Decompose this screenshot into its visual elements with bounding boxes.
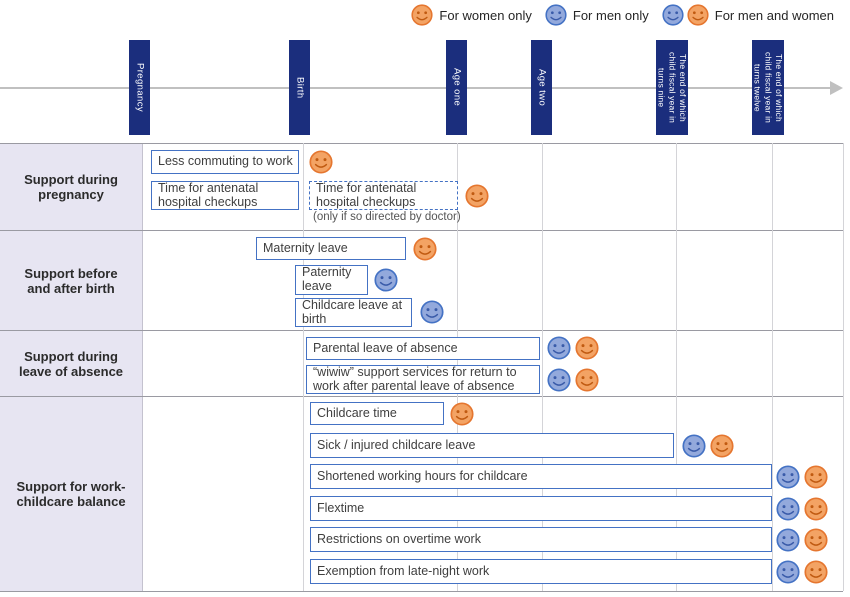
female-smiley-icon — [804, 497, 828, 521]
legend-label: For women only — [439, 7, 532, 23]
program-flextime: Flextime — [310, 496, 772, 521]
male-smiley-icon — [682, 434, 706, 458]
grid-line — [0, 591, 843, 592]
female-smiley-icon — [575, 368, 599, 392]
program-shortened-hours: Shortened working hours for childcare — [310, 464, 772, 489]
program-paternity-leave: Paternity leave — [295, 265, 368, 295]
program-sick-injured-leave: Sick / injured childcare leave — [310, 433, 674, 458]
female-smiley-icon — [413, 237, 437, 261]
male-smiley-icon — [374, 268, 398, 292]
program-childcare-leave-at-birth: Childcare leave at birth — [295, 298, 412, 327]
program-antenatal-checkups: Time for antenatal hospital checkups — [151, 181, 299, 210]
female-smiley-icon — [411, 4, 433, 26]
program-maternity-leave: Maternity leave — [256, 237, 406, 260]
milestone-fiscal-year-turns-twelve: The end of which child fiscal year in tu… — [752, 40, 784, 135]
grid-line — [303, 143, 304, 591]
milestone-age-two: Age two — [531, 40, 552, 135]
program-wiwiw-support: “wiwiw” support services for return to w… — [306, 365, 540, 394]
grid-line — [772, 143, 773, 591]
legend-label: For men only — [572, 7, 649, 23]
female-smiley-icon — [710, 434, 734, 458]
legend-label: For men and women — [714, 7, 834, 23]
milestone-fiscal-year-turns-nine: The end of which child fiscal year in tu… — [656, 40, 688, 135]
program-antenatal-note: (only if so directed by doctor) — [313, 211, 461, 223]
timeline-arrow-icon — [830, 81, 843, 95]
program-overtime-restrictions: Restrictions on overtime work — [310, 527, 772, 552]
milestone-age-one: Age one — [446, 40, 467, 135]
male-smiley-icon — [776, 497, 800, 521]
female-smiley-icon — [450, 402, 474, 426]
legend: For women only For men only For men and … — [411, 2, 834, 28]
category-support-work-childcare-balance: Support for work-childcare balance — [0, 397, 143, 591]
grid-line — [676, 143, 677, 591]
female-smiley-icon — [309, 150, 333, 174]
program-childcare-time: Childcare time — [310, 402, 444, 425]
grid-line — [843, 143, 844, 591]
female-smiley-icon — [804, 560, 828, 584]
grid-line — [0, 396, 843, 397]
grid-line — [542, 143, 543, 591]
female-smiley-icon — [465, 184, 489, 208]
milestone-pregnancy: Pregnancy — [129, 40, 150, 135]
category-support-before-after-birth: Support before and after birth — [0, 231, 143, 330]
male-smiley-icon — [776, 465, 800, 489]
legend-item-women-only: For women only — [411, 4, 532, 26]
male-smiley-icon — [662, 4, 684, 26]
program-late-night-exemption: Exemption from late-night work — [310, 559, 772, 584]
timeline-axis — [0, 87, 832, 89]
male-smiley-icon — [547, 336, 571, 360]
category-support-during-pregnancy: Support during pregnancy — [0, 144, 143, 230]
male-smiley-icon — [776, 560, 800, 584]
female-smiley-icon — [804, 465, 828, 489]
grid-line — [0, 143, 843, 144]
male-smiley-icon — [545, 4, 567, 26]
grid-line — [0, 230, 843, 231]
grid-line — [0, 330, 843, 331]
female-smiley-icon — [687, 4, 709, 26]
milestone-birth: Birth — [289, 40, 310, 135]
category-support-during-leave: Support during leave of absence — [0, 331, 143, 396]
female-smiley-icon — [804, 528, 828, 552]
male-smiley-icon — [420, 300, 444, 324]
female-smiley-icon — [575, 336, 599, 360]
male-smiley-icon — [547, 368, 571, 392]
male-smiley-icon — [776, 528, 800, 552]
legend-item-men-only: For men only — [545, 4, 649, 26]
program-parental-leave: Parental leave of absence — [306, 337, 540, 360]
program-antenatal-checkups-extended: Time for antenatal hospital checkups — [309, 181, 458, 210]
program-less-commuting: Less commuting to work — [151, 150, 299, 174]
legend-item-men-and-women: For men and women — [662, 4, 834, 26]
